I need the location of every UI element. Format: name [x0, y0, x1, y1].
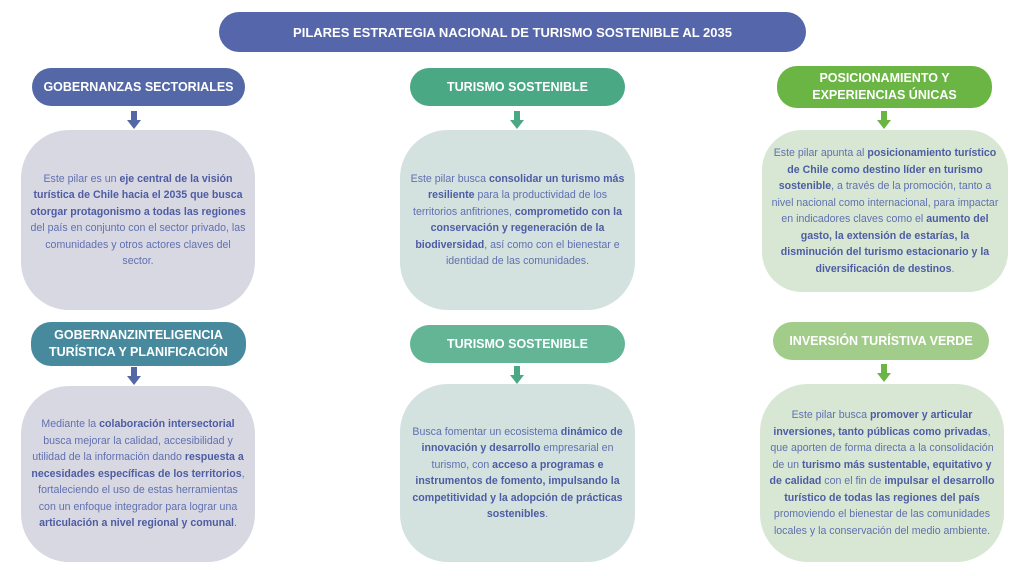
highlighted-text: consolidar un turismo más resiliente: [427, 172, 625, 202]
pillar-header-turismo-sostenible-2: TURISMO SOSTENIBLE: [410, 325, 625, 363]
highlighted-text: turismo más sustentable, equitativo y de…: [769, 458, 992, 488]
highlighted-text: colaboración intersectorial: [99, 418, 235, 431]
text-segment: empresarial en turismo, con: [431, 442, 614, 471]
highlighted-text: impulsar el desarrollo turístico de toda…: [784, 475, 995, 504]
text-segment: , a través de la promoción, tanto a nive…: [771, 180, 999, 225]
text-segment: Este pilar apunta al: [773, 147, 868, 159]
text-segment: .: [233, 517, 237, 530]
text-segment: con el fin de: [821, 475, 885, 487]
text-segment: .: [545, 508, 549, 520]
arrow-down-icon: [127, 367, 141, 385]
description-text: Este pilar es un eje central de la visió…: [29, 171, 247, 270]
highlighted-text: aumento del gasto, la extensión de estar…: [780, 213, 990, 275]
text-segment: del país en conjunto con el sector priva…: [30, 222, 246, 267]
pillar-description: Este pilar busca consolidar un turismo m…: [400, 130, 635, 310]
text-segment: Este pilar es un: [43, 172, 120, 185]
highlighted-text: eje central de la visión turística de Ch…: [30, 172, 246, 218]
highlighted-text: acceso a programas e instrumentos de fom…: [412, 458, 623, 521]
arrow-down-icon: [127, 111, 141, 129]
text-segment: , que aporten de forma directa a la cons…: [770, 425, 994, 471]
arrow-down-icon: [877, 364, 891, 382]
pillar-description: Mediante la colaboración intersectorial …: [21, 386, 255, 562]
highlighted-text: articulación a nivel regional y comunal: [39, 517, 234, 530]
arrow-down-icon: [510, 111, 524, 129]
pillar-header-posicionamiento: POSICIONAMIENTO Y EXPERIENCIAS ÚNICAS: [777, 66, 992, 108]
description-text: Este pilar busca consolidar un turismo m…: [408, 171, 627, 270]
arrow-down-icon: [510, 366, 524, 384]
text-segment: Mediante la: [41, 418, 100, 431]
description-text: Mediante la colaboración intersectorial …: [29, 416, 247, 532]
text-segment: Este pilar busca: [410, 172, 489, 185]
highlighted-text: promover y articular inversiones, tanto …: [773, 409, 988, 438]
pillar-header-turismo-sostenible: TURISMO SOSTENIBLE: [410, 68, 625, 106]
pillar-description: Este pilar es un eje central de la visió…: [21, 130, 255, 310]
text-segment: para la productividad de los territorios…: [413, 189, 608, 218]
highlighted-text: posicionamiento turístico de Chile como …: [778, 147, 997, 192]
arrow-down-icon: [877, 111, 891, 129]
text-segment: promoviendo el bienestar de las comunida…: [773, 508, 991, 537]
text-segment: Busca fomentar un ecosistema: [412, 425, 561, 438]
highlighted-text: comprometido con la conservación y regen…: [415, 205, 622, 251]
pillar-description: Este pilar apunta al posicionamiento tur…: [762, 130, 1008, 292]
description-text: Busca fomentar un ecosistema dinámico de…: [408, 424, 627, 523]
description-text: Este pilar busca promover y articular in…: [768, 407, 996, 539]
text-segment: , fortaleciendo el uso de estas herramie…: [38, 467, 245, 513]
text-segment: Este pilar busca: [791, 409, 870, 421]
pillar-description: Este pilar busca promover y articular in…: [760, 384, 1004, 562]
text-segment: busca mejorar la calidad, accesibilidad …: [32, 434, 233, 464]
pillar-header-inteligencia: GOBERNANZINTELIGENCIA TURÍSTICA Y PLANIF…: [31, 322, 246, 366]
text-segment: .: [951, 262, 955, 275]
description-text: Este pilar apunta al posicionamiento tur…: [770, 145, 1000, 277]
pillar-header-gobernanzas: GOBERNANZAS SECTORIALES: [32, 68, 245, 106]
diagram-title: PILARES ESTRATEGIA NACIONAL DE TURISMO S…: [219, 12, 806, 52]
highlighted-text: respuesta a necesidades específicas de l…: [31, 451, 244, 480]
pillar-description: Busca fomentar un ecosistema dinámico de…: [400, 384, 635, 562]
highlighted-text: dinámico de innovación y desarrollo: [421, 425, 623, 455]
text-segment: , así como con el bienestar e identidad …: [445, 238, 620, 268]
pillar-header-inversion: INVERSIÓN TURÍSTIVA VERDE: [773, 322, 989, 360]
